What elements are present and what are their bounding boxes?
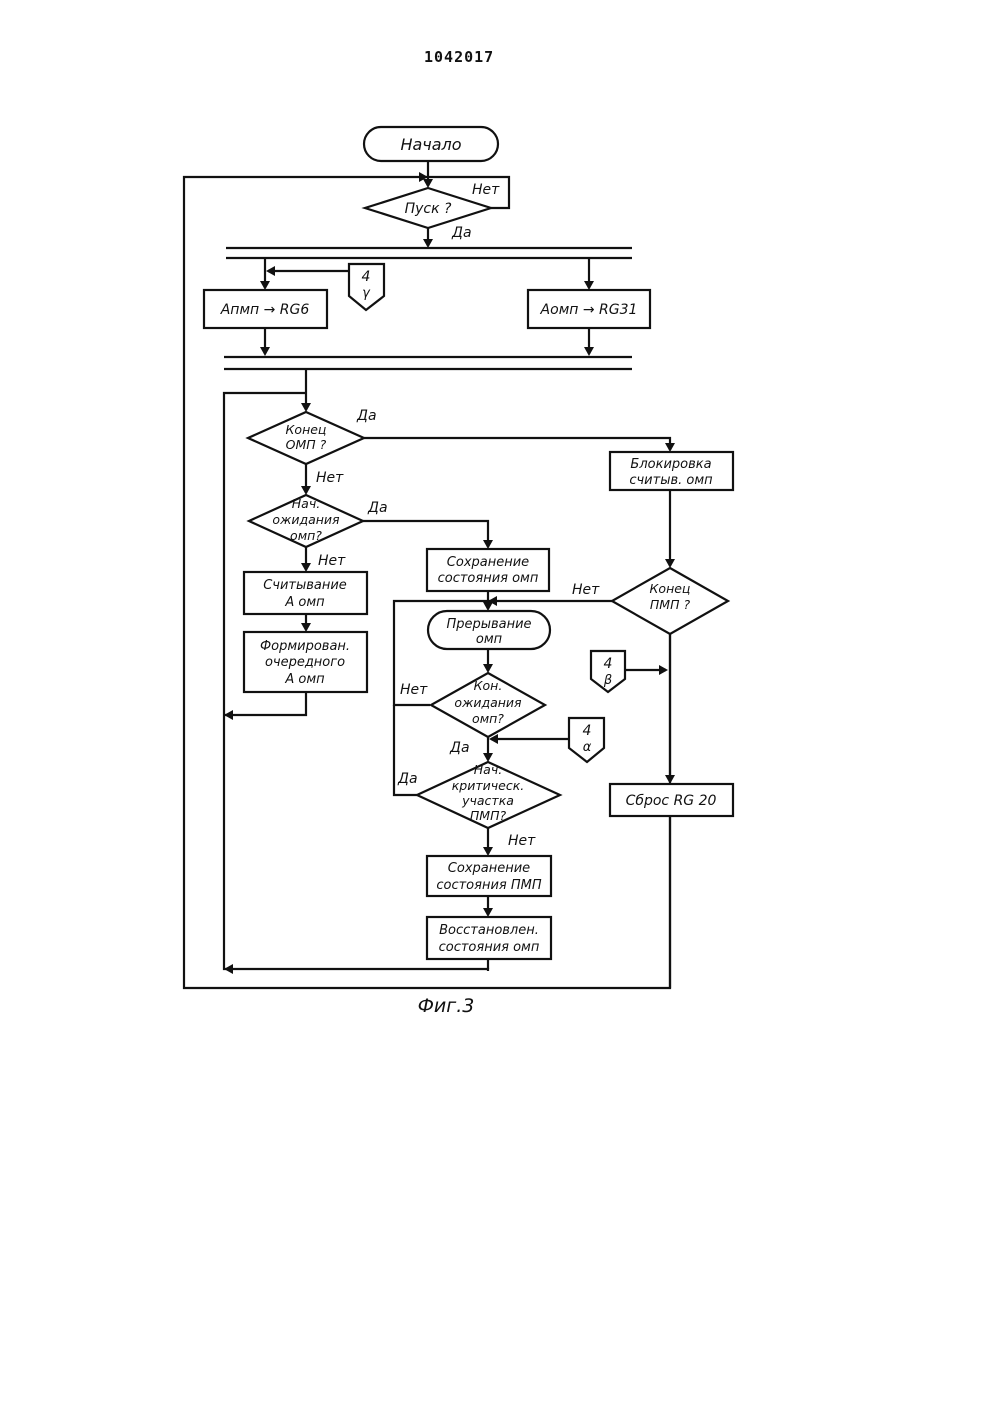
restore-omp-line1: Восстановлен. xyxy=(439,923,539,938)
save-pmp-line2: состояния ПМП xyxy=(436,878,541,893)
end-omp-no: Нет xyxy=(316,470,344,486)
box-apmp-label: Aпмп → RG6 xyxy=(220,302,310,318)
start-wait-decision: Нач. ожидания омп? xyxy=(249,495,363,547)
box-aomp-label: Aомп → RG31 xyxy=(540,302,638,318)
interrupt-omp-terminal: Прерывание омп xyxy=(428,611,550,649)
start-check-yes: Да xyxy=(451,225,472,241)
save-omp-line1: Сохранение xyxy=(447,555,529,570)
critical-line2: критическ. xyxy=(452,778,525,793)
critical-no: Нет xyxy=(508,833,536,849)
critical-section-decision: Нач. критическ. участка ПМП? xyxy=(417,762,560,828)
end-omp-yes: Да xyxy=(356,408,377,424)
read-aomp-box: Считывание A омп xyxy=(244,572,367,614)
connector-4y-num: 4 xyxy=(362,269,371,285)
end-omp-line1: Конец xyxy=(286,422,327,437)
critical-line1: Нач. xyxy=(474,762,502,777)
end-omp-line2: ОМП ? xyxy=(286,437,327,452)
critical-line4: ПМП? xyxy=(470,808,507,823)
start-wait-no: Нет xyxy=(318,553,346,569)
box-aomp-rg31: Aомп → RG31 xyxy=(528,290,650,328)
critical-line3: участка xyxy=(461,793,514,808)
start-terminal: Начало xyxy=(364,127,498,161)
interrupt-line1: Прерывание xyxy=(446,617,531,632)
start-label: Начало xyxy=(400,135,461,154)
end-wait-line1: Кон. xyxy=(474,678,503,693)
end-pmp-no: Нет xyxy=(572,582,600,598)
critical-yes: Да xyxy=(397,771,418,787)
figure-caption: Фиг.3 xyxy=(418,995,475,1017)
form-next-box: Формирован. очередного A омп xyxy=(244,632,367,692)
form-next-line3: A омп xyxy=(284,672,325,687)
read-aomp-line1: Считывание xyxy=(263,578,347,593)
start-wait-yes: Да xyxy=(367,500,388,516)
reset-rg20-box: Сброс RG 20 xyxy=(610,784,733,816)
end-pmp-line1: Конец xyxy=(650,581,691,596)
start-check-no: Нет xyxy=(472,182,500,198)
connector-4b-num: 4 xyxy=(604,656,613,672)
connector-4b-letter: β xyxy=(603,673,612,688)
end-wait-decision: Кон. ожидания омп? xyxy=(431,673,545,737)
block-read-box: Блокировка считыв. омп xyxy=(610,452,733,490)
end-pmp-decision: Конец ПМП ? xyxy=(612,568,728,634)
save-omp-line2: состояния омп xyxy=(438,571,539,586)
restore-omp-line2: состояния омп xyxy=(439,940,540,955)
connector-4a-letter: α xyxy=(583,740,592,755)
connector-4y-letter: γ xyxy=(362,286,371,301)
end-omp-decision: Конец ОМП ? xyxy=(248,412,364,464)
connector-4y: 4 γ xyxy=(349,264,384,310)
read-aomp-line2: A омп xyxy=(284,595,325,610)
connector-4b: 4 β xyxy=(591,651,625,692)
end-pmp-line2: ПМП ? xyxy=(650,597,691,612)
block-read-line2: считыв. омп xyxy=(629,473,713,488)
end-wait-line2: ожидания xyxy=(454,695,522,710)
end-wait-no: Нет xyxy=(400,682,428,698)
connector-4a-num: 4 xyxy=(583,723,592,739)
form-next-line2: очередного xyxy=(265,655,345,670)
start-check-label: Пуск ? xyxy=(405,201,452,217)
start-wait-line3: омп? xyxy=(290,528,322,543)
reset-rg20-label: Сброс RG 20 xyxy=(626,793,717,809)
connector-4a: 4 α xyxy=(569,718,604,762)
start-wait-line1: Нач. xyxy=(292,496,320,511)
form-next-line1: Формирован. xyxy=(260,639,350,654)
end-wait-yes: Да xyxy=(449,740,470,756)
restore-omp-box: Восстановлен. состояния омп xyxy=(427,917,551,959)
save-pmp-box: Сохранение состояния ПМП xyxy=(427,856,551,896)
interrupt-line2: омп xyxy=(476,632,503,647)
start-wait-line2: ожидания xyxy=(272,512,340,527)
end-wait-line3: омп? xyxy=(472,711,504,726)
save-pmp-line1: Сохранение xyxy=(448,861,530,876)
save-omp-box: Сохранение состояния омп xyxy=(427,549,549,591)
box-apmp-rg6: Aпмп → RG6 xyxy=(204,290,327,328)
block-read-line1: Блокировка xyxy=(630,457,711,472)
